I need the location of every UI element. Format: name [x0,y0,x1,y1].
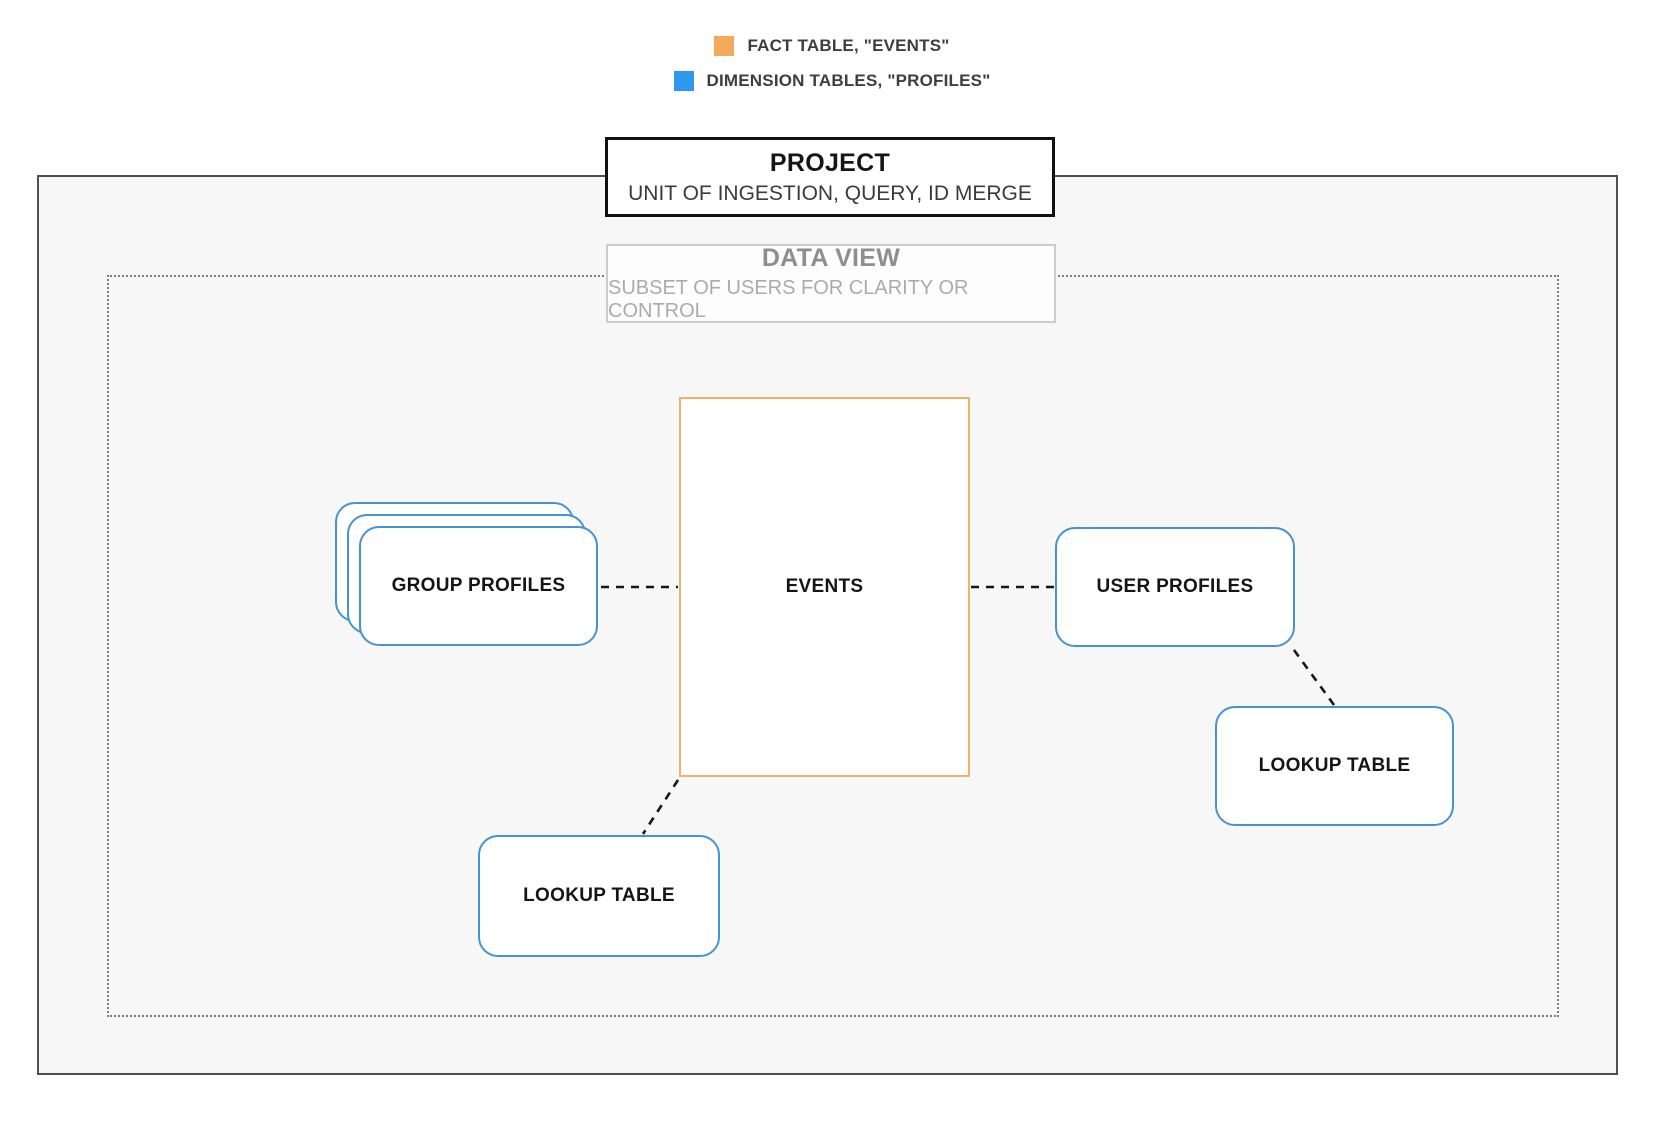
node-label: LOOKUP TABLE [523,885,675,906]
data-view-subtitle: SUBSET OF USERS FOR CLARITY OR CONTROL [608,277,969,322]
project-title: PROJECT [769,148,891,177]
node-label: EVENTS [785,576,864,597]
node-user-profiles: USER PROFILES [1055,527,1295,647]
legend-item-dimension-tables: DIMENSION TABLES, "PROFILES" [673,71,991,91]
legend-label: DIMENSION TABLES, "PROFILES" [706,71,991,90]
legend-label: FACT TABLE, "EVENTS" [747,36,950,55]
node-group-profiles: GROUP PROFILES [359,526,598,646]
data-view-header-box: DATA VIEW SUBSET OF USERS FOR CLARITY OR… [606,244,1056,323]
legend: FACT TABLE, "EVENTS" DIMENSION TABLES, "… [0,36,1664,91]
node-lookup-table-bottom: LOOKUP TABLE [478,835,720,957]
node-label: LOOKUP TABLE [1258,755,1411,776]
fact-table-color-swatch [714,36,735,56]
data-view-title: DATA VIEW [761,244,901,272]
node-label: GROUP PROFILES [391,575,566,596]
node-events: EVENTS [679,397,970,777]
project-subtitle: UNIT OF INGESTION, QUERY, ID MERGE [628,181,1032,205]
project-header-box: PROJECT UNIT OF INGESTION, QUERY, ID MER… [605,137,1055,217]
node-lookup-table-right: LOOKUP TABLE [1215,706,1454,826]
dimension-tables-color-swatch [673,71,694,91]
node-label: USER PROFILES [1096,576,1254,597]
legend-item-fact-table: FACT TABLE, "EVENTS" [714,36,949,56]
